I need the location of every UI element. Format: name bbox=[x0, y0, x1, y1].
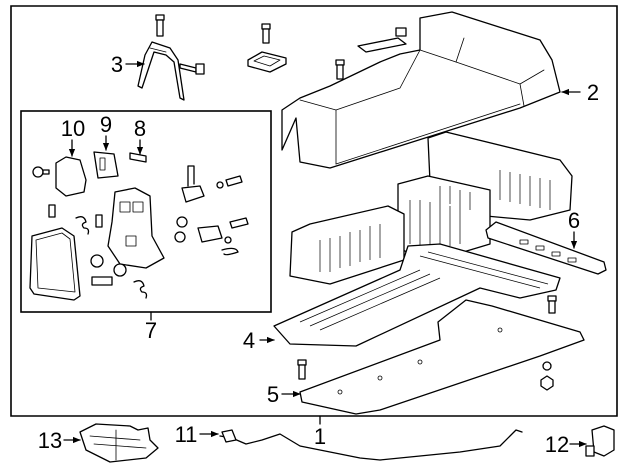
callout-4: 4 bbox=[243, 328, 255, 353]
callout-13: 13 bbox=[38, 428, 62, 453]
bolt-icon bbox=[155, 14, 165, 37]
pushpin-icon bbox=[32, 166, 50, 178]
battery-module-part[interactable] bbox=[289, 131, 573, 285]
nut-icon bbox=[540, 361, 554, 391]
cover-bracket-part[interactable] bbox=[137, 41, 185, 101]
callout-7: 7 bbox=[145, 318, 157, 343]
sensor-part[interactable] bbox=[585, 425, 615, 457]
control-module-part[interactable] bbox=[55, 156, 87, 197]
callout-11: 11 bbox=[175, 422, 198, 447]
bolt-icon bbox=[335, 59, 345, 80]
harness-part[interactable] bbox=[219, 429, 523, 461]
battery-cover-part[interactable] bbox=[281, 11, 561, 169]
bolt-icon bbox=[547, 295, 557, 314]
callout-6: 6 bbox=[568, 208, 580, 233]
callout-2: 2 bbox=[587, 80, 599, 105]
cooling-duct-part[interactable] bbox=[79, 423, 159, 463]
fuse-box-part[interactable] bbox=[107, 187, 165, 269]
side-bracket-part[interactable] bbox=[485, 221, 607, 275]
callout-5: 5 bbox=[267, 382, 279, 407]
battery-tray-part[interactable] bbox=[273, 243, 561, 347]
callout-8: 8 bbox=[134, 116, 146, 141]
callout-1: 1 bbox=[314, 424, 326, 449]
grommet-icon bbox=[247, 51, 287, 73]
callout-12: 12 bbox=[545, 432, 569, 457]
main-frame bbox=[10, 5, 618, 417]
gasket-part[interactable] bbox=[29, 227, 81, 301]
callout-9: 9 bbox=[100, 112, 112, 137]
callout-3: 3 bbox=[111, 52, 123, 77]
label-tag bbox=[357, 27, 407, 53]
kit-frame bbox=[20, 110, 272, 313]
bolt-icon bbox=[297, 359, 307, 380]
nut-icon bbox=[90, 216, 188, 277]
fuse-part[interactable] bbox=[129, 152, 147, 163]
label-tag bbox=[48, 204, 113, 286]
callout-10: 10 bbox=[61, 116, 85, 141]
bolt-icon bbox=[261, 23, 271, 44]
clip-icon bbox=[75, 216, 148, 299]
connector-part[interactable] bbox=[181, 165, 249, 256]
bolt-icon bbox=[179, 63, 205, 75]
lower-shield-part[interactable] bbox=[299, 299, 585, 415]
relay-part[interactable] bbox=[93, 151, 119, 179]
